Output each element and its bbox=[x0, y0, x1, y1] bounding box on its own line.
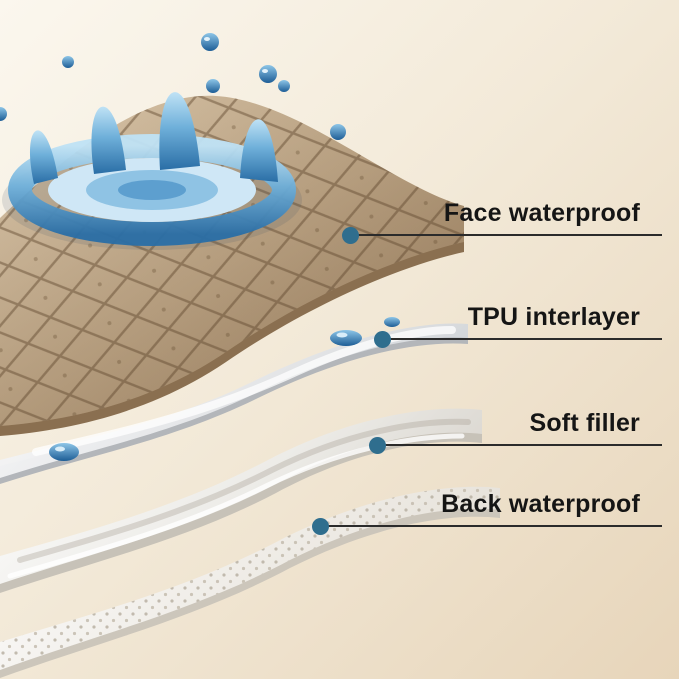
callout-label-soft-filler: Soft filler bbox=[529, 409, 640, 437]
splash-droplets bbox=[0, 33, 346, 140]
back-waterproof-layer bbox=[0, 486, 500, 678]
callout-soft-filler: Soft filler bbox=[369, 400, 662, 454]
callout-dot bbox=[342, 227, 359, 244]
water-droplets-on-film bbox=[49, 317, 400, 461]
callout-line bbox=[350, 234, 662, 236]
callout-face-waterproof: Face waterproof bbox=[342, 190, 662, 244]
callout-tpu-interlayer: TPU interlayer bbox=[374, 294, 662, 348]
callout-line bbox=[320, 525, 662, 527]
callout-dot bbox=[369, 437, 386, 454]
callout-line bbox=[382, 338, 662, 340]
tpu-interlayer-layer bbox=[0, 317, 468, 484]
callout-line bbox=[377, 444, 662, 446]
callout-dot bbox=[374, 331, 391, 348]
callout-back-waterproof: Back waterproof bbox=[312, 481, 662, 535]
soft-filler-layer bbox=[0, 408, 482, 593]
callout-dot bbox=[312, 518, 329, 535]
callout-label-face-waterproof: Face waterproof bbox=[443, 199, 640, 227]
callout-label-tpu-interlayer: TPU interlayer bbox=[467, 303, 640, 331]
callout-label-back-waterproof: Back waterproof bbox=[441, 490, 640, 518]
water-splash-illustration bbox=[0, 33, 346, 250]
